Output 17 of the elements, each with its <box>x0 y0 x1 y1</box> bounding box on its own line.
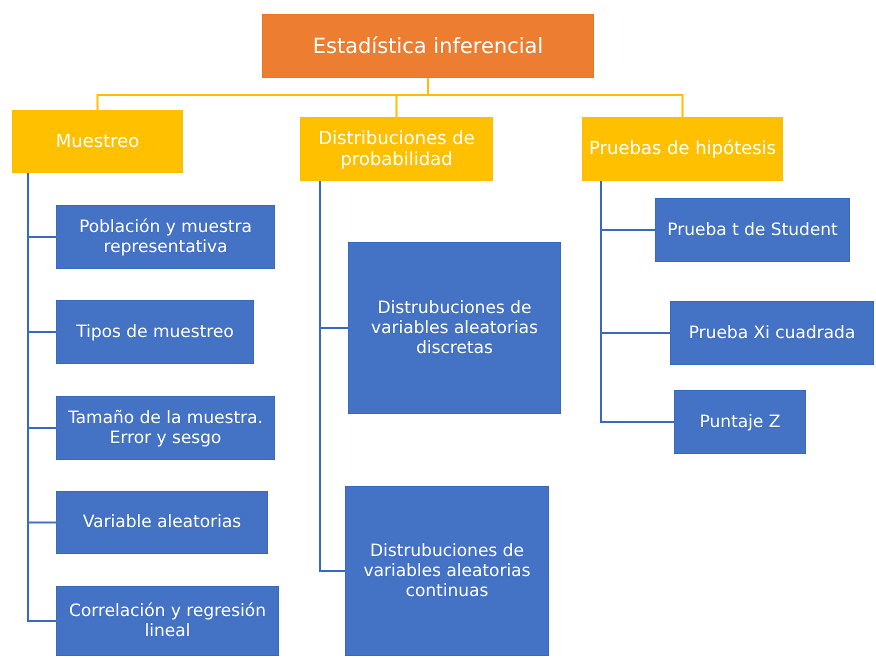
title-box: Estadística inferencial <box>262 14 594 78</box>
category-box: Muestreo <box>12 110 183 173</box>
topic-box: Correlación y regresión lineal <box>56 586 279 656</box>
topic-box: Variable aleatorias <box>56 491 268 554</box>
connector-line <box>427 78 684 117</box>
category-box: Pruebas de hipótesis <box>582 117 783 181</box>
topic-box: Tamaño de la muestra. Error y sesgo <box>56 396 275 460</box>
connector-line <box>319 181 345 572</box>
topic-box: Prueba Xi cuadrada <box>670 301 874 365</box>
topic-box: Población y muestra representativa <box>56 205 275 269</box>
connector-line <box>600 181 674 423</box>
topic-box: Distrubuciones de variables aleatorias discretas <box>348 242 561 414</box>
topic-box: Distrubuciones de variables aleatorias continuas <box>345 486 549 656</box>
topic-box: Tipos de muestreo <box>56 300 254 364</box>
topic-box: Prueba t de Student <box>655 198 850 262</box>
category-box: Distribuciones de probabilidad <box>300 117 493 181</box>
topic-box: Puntaje Z <box>674 390 806 454</box>
